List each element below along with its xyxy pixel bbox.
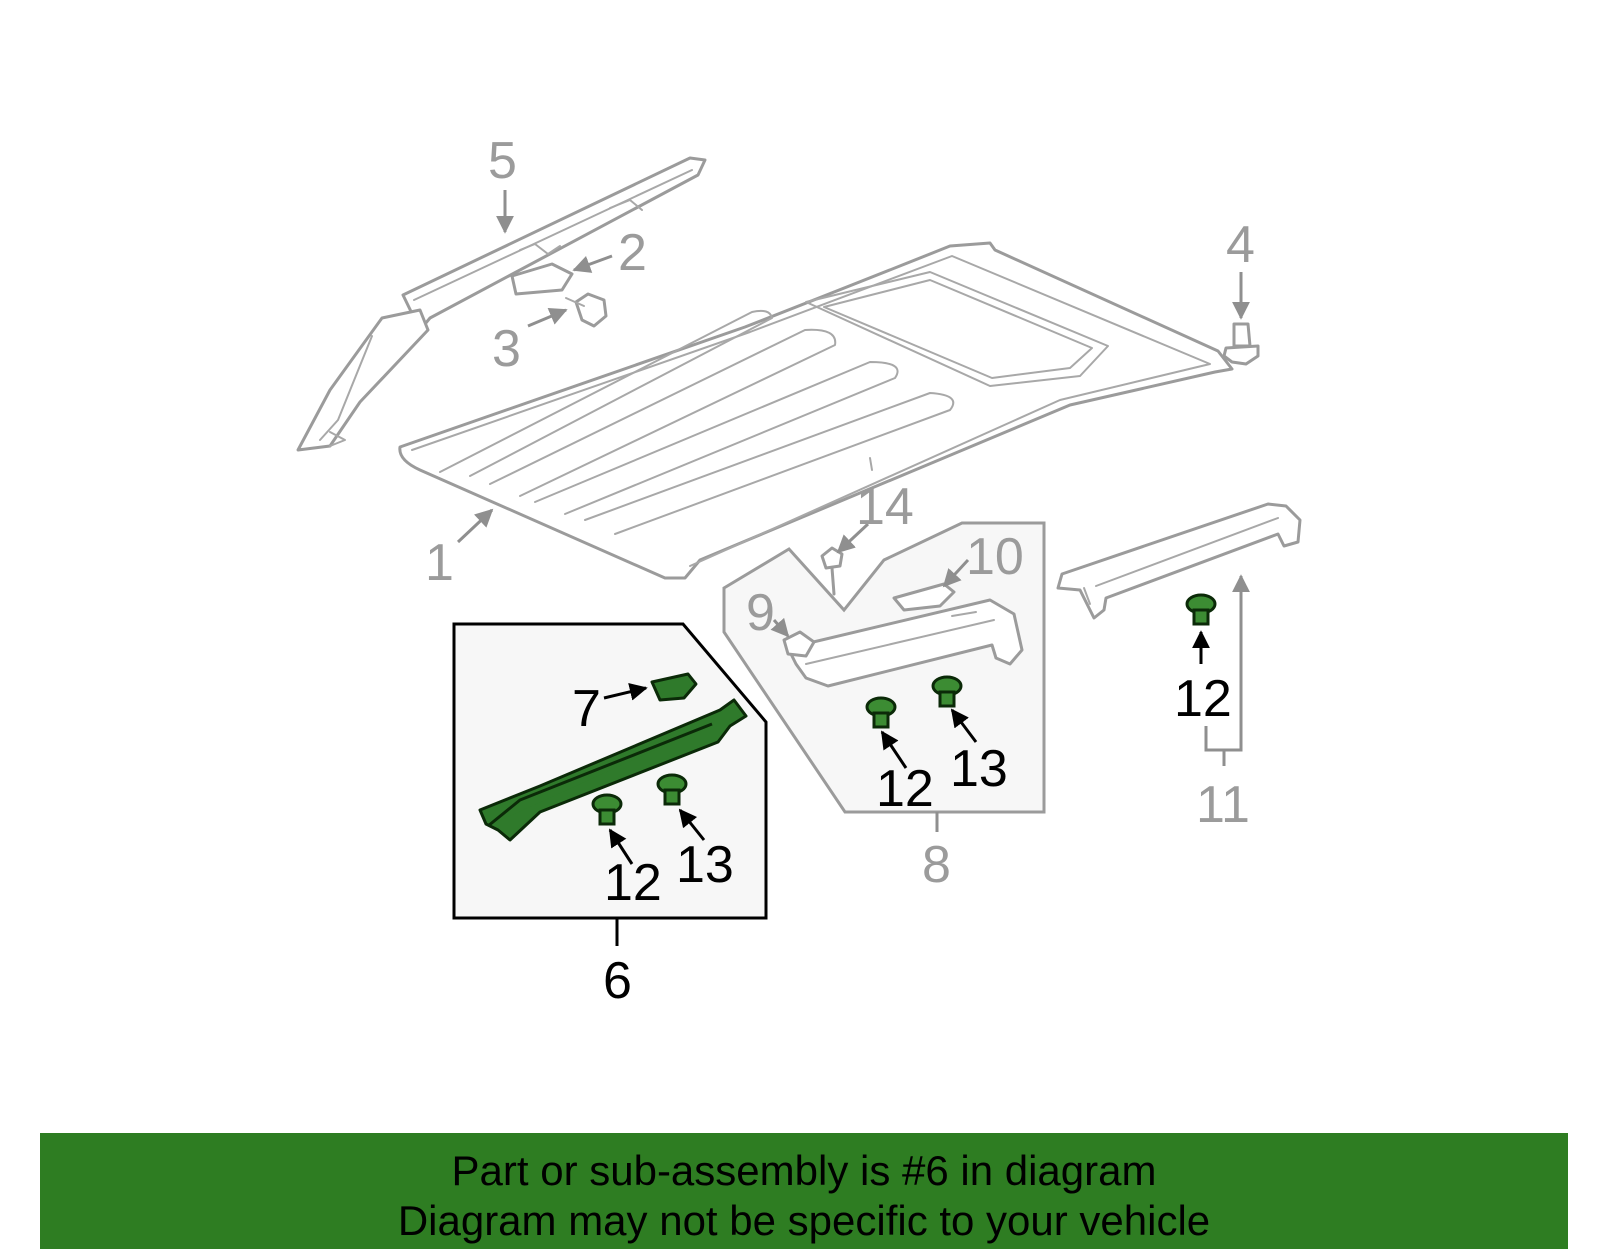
callout-13-in-6: 13: [676, 836, 734, 894]
callout-12-in-8: 12: [876, 760, 934, 818]
callout-10: 10: [966, 528, 1024, 586]
callout-4: 4: [1226, 216, 1255, 274]
grab-handle-part-8[interactable]: [786, 598, 1024, 688]
clip-12-in-6[interactable]: [591, 793, 623, 826]
banner-line-2: Diagram may not be specific to your vehi…: [397, 1197, 1211, 1244]
screw-part-3[interactable]: [565, 292, 608, 328]
callout-7: 7: [572, 680, 601, 738]
clip-13-in-8[interactable]: [931, 675, 963, 708]
callout-13-in-8: 13: [950, 740, 1008, 798]
callout-14: 14: [856, 478, 914, 536]
bolt-part-4[interactable]: [1222, 322, 1260, 366]
part-9[interactable]: [782, 630, 816, 658]
roof-rail-trim-part-5[interactable]: [296, 156, 707, 452]
callout-1: 1: [425, 534, 454, 592]
bracket-part-2[interactable]: [510, 262, 574, 296]
callout-11: 11: [1196, 776, 1250, 834]
callout-3: 3: [492, 320, 521, 378]
leader-2: [572, 254, 613, 273]
callout-6: 6: [603, 952, 632, 1010]
part-10[interactable]: [892, 582, 956, 612]
part-7[interactable]: [650, 672, 698, 702]
clip-part-14[interactable]: [820, 546, 844, 596]
info-banner: Part or sub-assembly is #6 in diagram Di…: [40, 1133, 1568, 1249]
clip-12-near-11[interactable]: [1185, 593, 1217, 626]
leader-13-in-6: [678, 808, 706, 841]
headliner-part-1[interactable]: [398, 241, 1234, 580]
clip-13-in-6[interactable]: [656, 773, 688, 806]
grab-handle-part-11[interactable]: [1056, 502, 1302, 620]
callout-12-near-11: 12: [1174, 670, 1232, 728]
callout-2: 2: [618, 224, 647, 282]
grab-handle-part-6[interactable]: [478, 698, 748, 842]
clip-12-in-8[interactable]: [865, 696, 897, 729]
leader-12-in-8: [880, 730, 908, 769]
leader-13-in-8: [950, 708, 978, 743]
callout-12-in-6: 12: [604, 854, 662, 912]
leader-1: [456, 508, 494, 544]
banner-line-1: Part or sub-assembly is #6 in diagram: [451, 1147, 1157, 1194]
leader-12-in-6: [608, 828, 634, 865]
callout-9: 9: [746, 584, 775, 642]
leader-7: [603, 682, 648, 701]
leader-9: [770, 617, 790, 638]
callout-8: 8: [922, 836, 951, 894]
leader-14: [836, 522, 870, 554]
leader-10: [942, 558, 970, 588]
leader-3: [527, 307, 568, 328]
callout-5: 5: [488, 132, 517, 190]
